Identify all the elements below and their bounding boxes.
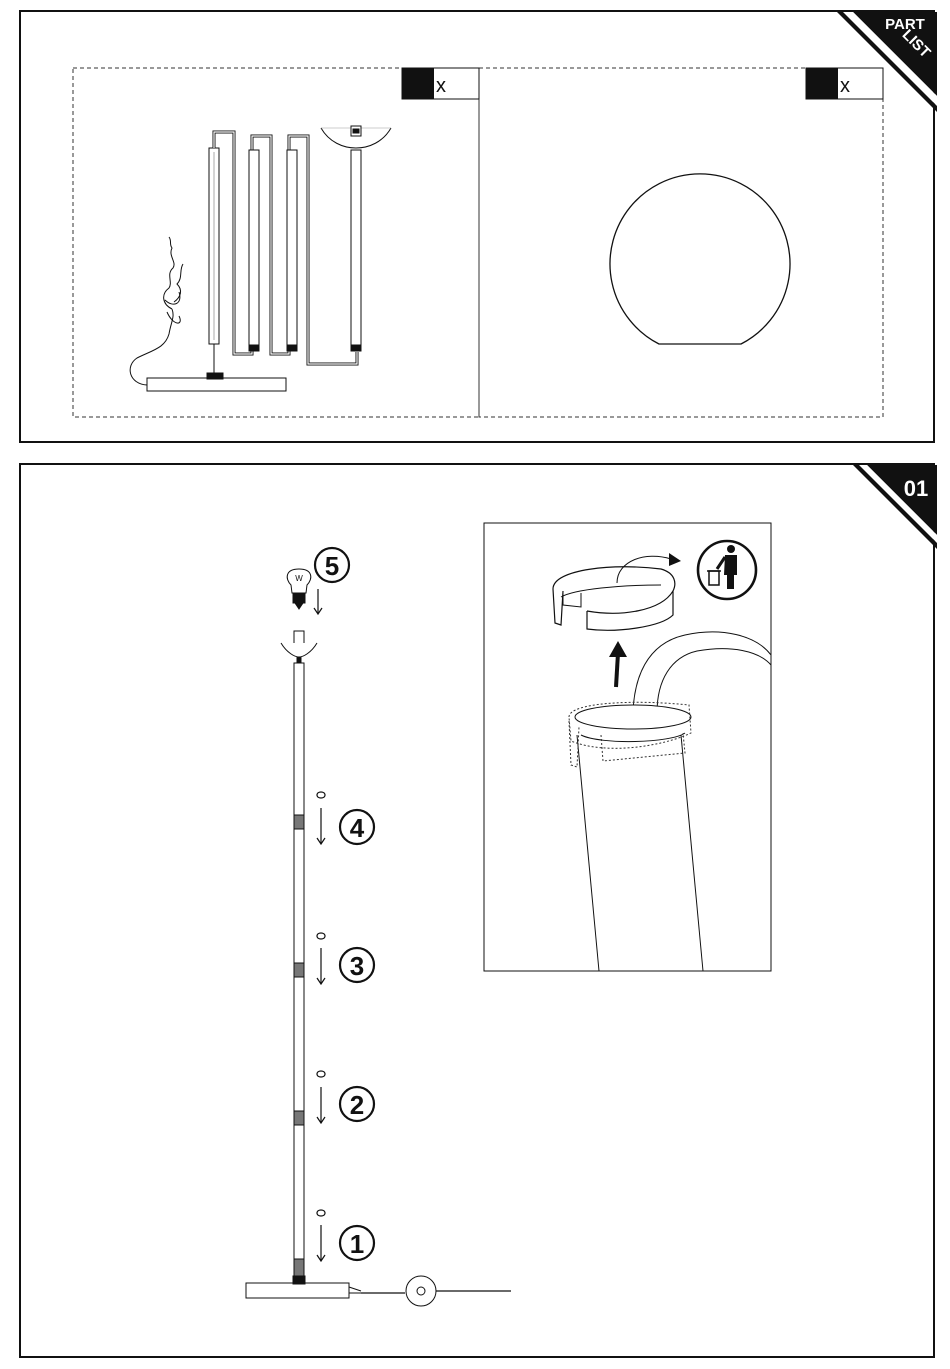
lamp-kit-parts-drawing bbox=[130, 126, 391, 391]
bulb-label: W bbox=[295, 574, 303, 583]
step-3-mark: 3 bbox=[317, 933, 374, 984]
globe-quantity: x bbox=[840, 75, 850, 97]
globe-quantity-box: x bbox=[806, 68, 883, 99]
bulb-icon: W bbox=[287, 569, 311, 609]
step-4-mark: 4 bbox=[317, 792, 374, 844]
step-marks: 5 4 3 bbox=[314, 548, 374, 1261]
parts-list-illustration: PART LIST x x bbox=[21, 12, 937, 445]
step-3-number: 3 bbox=[350, 951, 364, 981]
step-number: 01 bbox=[904, 476, 928, 501]
globe-shade-drawing bbox=[610, 174, 790, 344]
step-4-number: 4 bbox=[350, 813, 365, 843]
step-2-number: 2 bbox=[350, 1090, 364, 1120]
lamp-assembly-drawing: W bbox=[246, 569, 511, 1306]
step-2-mark: 2 bbox=[317, 1071, 374, 1123]
lamp-kit-quantity-box: x bbox=[402, 68, 479, 99]
step-1-number: 1 bbox=[350, 1229, 364, 1259]
lamp-kit-frame bbox=[73, 68, 479, 417]
packaging-removal-detail bbox=[484, 523, 771, 971]
step-one-panel: 01 W bbox=[19, 463, 935, 1358]
parts-list-panel: PART LIST x x bbox=[19, 10, 935, 443]
step-1-mark: 1 bbox=[317, 1210, 374, 1261]
lamp-kit-quantity: x bbox=[436, 75, 446, 97]
step-number-corner-tab: 01 bbox=[853, 465, 937, 549]
trash-disposal-icon bbox=[698, 541, 756, 599]
step-5-number: 5 bbox=[325, 551, 339, 581]
part-list-line1: PART bbox=[885, 16, 925, 33]
step-5-mark: 5 bbox=[314, 548, 349, 614]
step-one-illustration: 01 W bbox=[21, 465, 937, 1360]
